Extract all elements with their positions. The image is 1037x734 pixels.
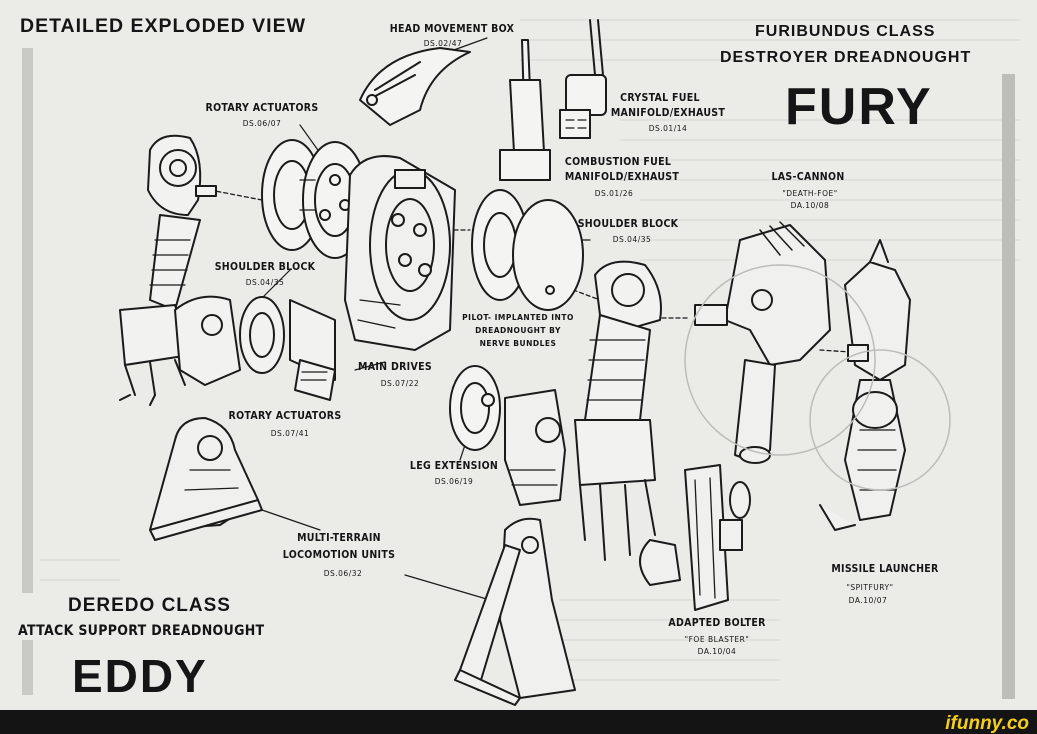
shoulder-block-left-label: SHOULDER BLOCK — [214, 261, 316, 273]
ifunny-watermark: ifunny.co — [945, 713, 1029, 734]
rotary-actuators-bottom-code: DS.07/41 — [270, 429, 310, 438]
faint-weapon-circles — [684, 264, 951, 491]
pilot-note-line-2: DREADNOUGHT BY — [475, 326, 561, 335]
label-leader-lines — [259, 37, 591, 601]
rotary-actuators-bottom-label: ROTARY ACTUATORS — [228, 410, 342, 422]
eddy-name-title: EDDY — [72, 650, 208, 702]
background-faded-text-texture — [39, 19, 1021, 681]
missile-launcher-weapon — [819, 239, 911, 531]
eddy-type-label: ATTACK SUPPORT DREADNOUGHT — [18, 623, 265, 639]
eddy-lower-shoulder — [174, 295, 336, 401]
missile-launcher-code: DA.10/07 — [848, 596, 888, 605]
missile-launcher-label: MISSILE LAUNCHER — [831, 563, 939, 575]
rotary-actuators-top-label: ROTARY ACTUATORS — [205, 102, 319, 114]
main-drives-ring — [449, 365, 501, 451]
multi-terrain-code: DS.06/32 — [323, 569, 363, 578]
right-border-strip — [1002, 74, 1015, 699]
leg-extension-code: DS.06/19 — [434, 477, 474, 486]
combustion-fuel-label-2: MANIFOLD/EXHAUST — [564, 171, 680, 183]
rotary-actuators-top-code: DS.06/07 — [242, 119, 282, 128]
watermark-bar — [0, 710, 1037, 734]
las-cannon-weapon — [694, 221, 831, 464]
leg-extension-part — [504, 389, 566, 506]
fury-claw-arm — [574, 260, 662, 561]
head-movement-box-part — [359, 47, 471, 126]
leg-extension-label: LEG EXTENSION — [409, 460, 499, 472]
page-title: DETAILED EXPLODED VIEW — [20, 15, 306, 37]
left-border-strip-top — [22, 48, 33, 593]
eddy-left-arm — [119, 134, 217, 406]
left-border-strip-bottom — [22, 640, 33, 695]
las-cannon-nickname: "DEATH-FOE" — [782, 189, 838, 198]
eddy-class-label: DEREDO CLASS — [68, 595, 231, 616]
combustion-fuel-code: DS.01/26 — [594, 189, 634, 198]
crystal-fuel-label-1: CRYSTAL FUEL — [620, 92, 700, 104]
adapted-bolter-nickname: "FOE BLASTER" — [684, 635, 750, 644]
multi-terrain-label-2: LOCOMOTION UNITS — [282, 549, 396, 561]
fuel-manifold-antennas — [499, 19, 607, 181]
shoulder-block-right-label: SHOULDER BLOCK — [577, 218, 679, 230]
fury-class-label: FURIBUNDUS CLASS — [755, 23, 936, 40]
main-drives-code: DS.07/22 — [380, 379, 420, 388]
right-shoulder-disc — [471, 189, 584, 311]
pilot-note-line-1: PILOT- IMPLANTED INTO — [462, 313, 574, 322]
main-drives-label: MAIN DRIVES — [358, 361, 432, 373]
head-movement-box-label: HEAD MOVEMENT BOX — [389, 23, 515, 35]
fury-name-title: FURY — [785, 78, 933, 136]
fury-type-label: DESTROYER DREADNOUGHT — [720, 49, 972, 66]
adapted-bolter-weapon — [639, 464, 751, 611]
crystal-fuel-label-2: MANIFOLD/EXHAUST — [610, 107, 726, 119]
line-art-diagram — [22, 19, 1021, 706]
eddy-main-body — [344, 155, 456, 351]
fury-track-leg — [454, 517, 576, 706]
adapted-bolter-label: ADAPTED BOLTER — [668, 617, 766, 629]
pilot-note-line-3: NERVE BUNDLES — [479, 339, 557, 348]
las-cannon-code: DA.10/08 — [790, 201, 830, 210]
shoulder-block-right-code: DS.04/35 — [612, 235, 652, 244]
las-cannon-label: LAS-CANNON — [771, 171, 845, 183]
combustion-fuel-label-1: COMBUSTION FUEL — [564, 156, 672, 168]
shoulder-block-left-code: DS.04/35 — [245, 278, 285, 287]
missile-launcher-nickname: "SPITFURY" — [846, 583, 894, 592]
crystal-fuel-code: DS.01/14 — [648, 124, 688, 133]
head-movement-box-code: DS.02/47 — [423, 39, 463, 48]
eddy-shoulder-assembly — [261, 139, 368, 259]
multi-terrain-label-1: MULTI-TERRAIN — [297, 532, 381, 544]
adapted-bolter-code: DA.10/04 — [697, 647, 737, 656]
eddy-track-leg — [149, 417, 263, 541]
